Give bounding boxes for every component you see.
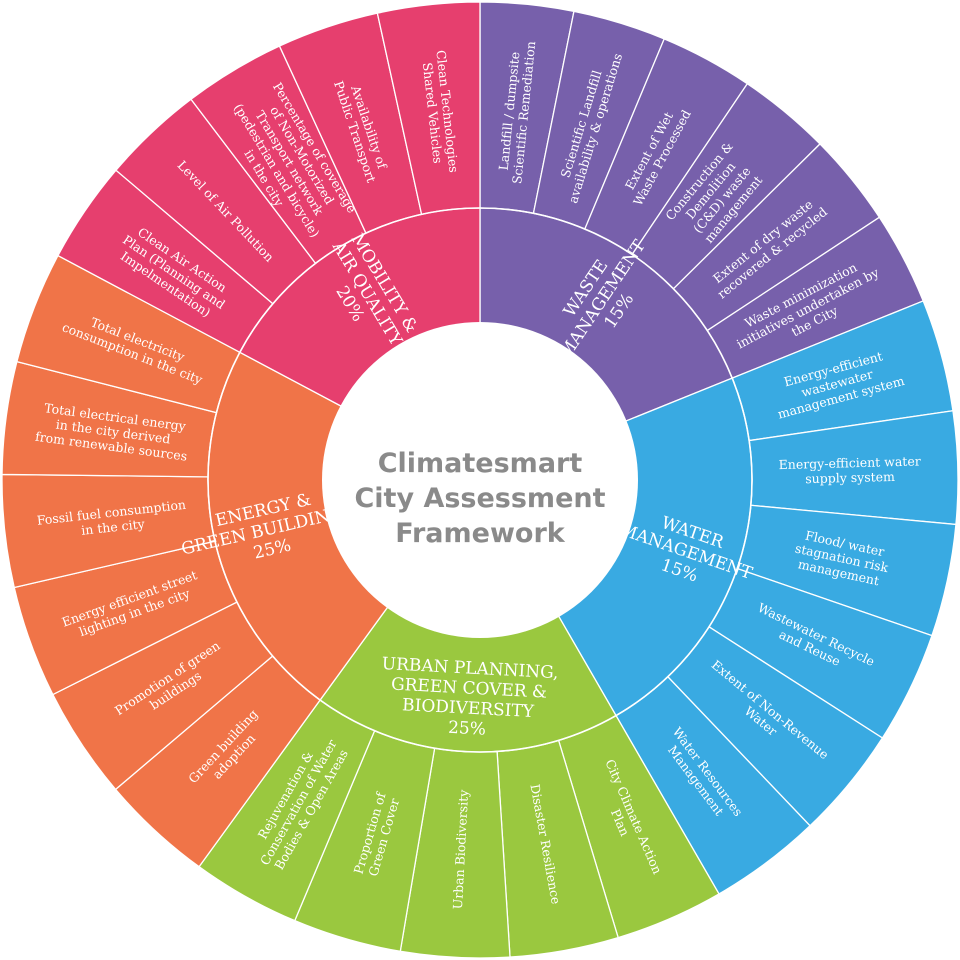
energy-indicator-label-line: in the city (81, 516, 147, 538)
urban-indicator-label: Urban Biodiversity (450, 788, 471, 909)
water-indicator-label-line: supply system (805, 469, 895, 486)
center-title-line-1: Climatesmart (378, 448, 583, 479)
urban-category-label: URBAN PLANNING,GREEN COVER &BIODIVERSITY… (381, 654, 559, 740)
center-title-line-3: Framework (395, 518, 566, 549)
ring-divider (207, 207, 753, 753)
center-title: Climatesmart City Assessment Framework (354, 448, 605, 549)
center-title-line-2: City Assessment (354, 483, 605, 514)
water-indicator-label-line: Energy-efficient water (778, 453, 920, 472)
urban-indicator-label-line: Urban Biodiversity (450, 788, 471, 909)
urban-category-label-line: 25% (448, 718, 487, 740)
center-hub (322, 322, 638, 638)
